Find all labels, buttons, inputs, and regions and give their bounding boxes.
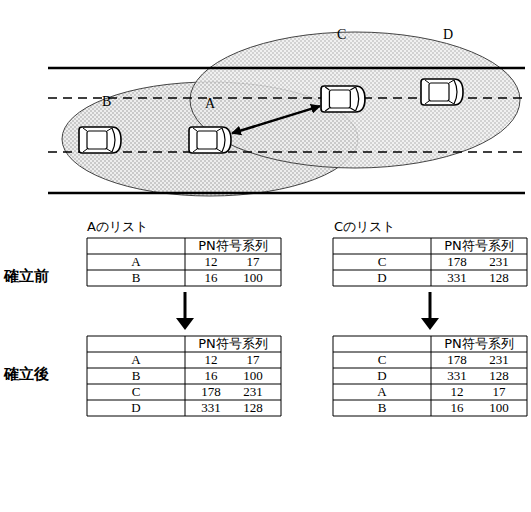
table-cell: 12 bbox=[439, 384, 475, 400]
section-label: 確立後 bbox=[4, 366, 49, 382]
table-line bbox=[527, 336, 528, 416]
car-icon bbox=[188, 125, 232, 155]
car-body bbox=[189, 127, 231, 153]
table-line bbox=[333, 238, 334, 286]
list-title: PN符号系列 bbox=[185, 336, 281, 352]
table-cell: 17 bbox=[235, 254, 271, 270]
table-line bbox=[527, 238, 528, 286]
table-line bbox=[185, 238, 186, 286]
car-windshield bbox=[425, 80, 454, 104]
table-cell: 100 bbox=[481, 400, 517, 416]
table-line bbox=[281, 336, 282, 416]
table-cell: 16 bbox=[193, 368, 229, 384]
vehicle-node: B bbox=[78, 125, 122, 155]
vehicle-label: C bbox=[337, 27, 346, 43]
table-cell: 12 bbox=[193, 254, 229, 270]
table-cell: 178 bbox=[193, 384, 229, 400]
table-line bbox=[87, 286, 281, 287]
table-cell: D bbox=[333, 270, 431, 286]
car-roof bbox=[329, 90, 350, 108]
road-edge bbox=[48, 67, 525, 70]
table-cell: A bbox=[333, 384, 431, 400]
car-roof bbox=[87, 131, 107, 149]
car-nose bbox=[454, 80, 457, 104]
table-cell: B bbox=[87, 368, 185, 384]
table-cell: 16 bbox=[193, 270, 229, 286]
range-ellipse bbox=[190, 32, 520, 168]
table-cell: B bbox=[333, 400, 431, 416]
table-cell: A bbox=[87, 254, 185, 270]
table-cell: 17 bbox=[235, 352, 271, 368]
lane-line bbox=[48, 151, 525, 153]
car-body bbox=[321, 86, 365, 112]
table-cell: 128 bbox=[481, 368, 517, 384]
car-body bbox=[79, 127, 121, 153]
table-cell: 100 bbox=[235, 368, 271, 384]
vehicle-label: B bbox=[102, 94, 111, 110]
down-arrow bbox=[429, 292, 432, 322]
table-cell: B bbox=[87, 270, 185, 286]
table-cell: 331 bbox=[439, 270, 475, 286]
table-line bbox=[333, 416, 527, 417]
table-cell: A bbox=[87, 352, 185, 368]
car-icon bbox=[320, 84, 366, 114]
table-line bbox=[87, 336, 88, 416]
table-cell: 231 bbox=[481, 352, 517, 368]
table-line bbox=[333, 286, 527, 287]
table-cell: C bbox=[333, 352, 431, 368]
table-cell: 100 bbox=[235, 270, 271, 286]
car-nose bbox=[356, 87, 359, 111]
table-cell: 128 bbox=[235, 400, 271, 416]
car-nose bbox=[112, 128, 115, 152]
table-cell: C bbox=[87, 384, 185, 400]
car-icon bbox=[420, 77, 464, 107]
list-title: PN符号系列 bbox=[431, 336, 527, 352]
car-roof bbox=[197, 131, 217, 149]
vehicle-label: D bbox=[443, 27, 453, 43]
list-title: PN符号系列 bbox=[185, 238, 281, 254]
table-cell: 12 bbox=[193, 352, 229, 368]
list-title: Cのリスト bbox=[334, 219, 395, 235]
vehicle-node: C bbox=[320, 84, 366, 114]
car-nose bbox=[222, 128, 225, 152]
table-cell: 178 bbox=[439, 254, 475, 270]
down-arrow bbox=[421, 318, 439, 330]
table-cell: 16 bbox=[439, 400, 475, 416]
table-cell: C bbox=[333, 254, 431, 270]
table-line bbox=[87, 416, 281, 417]
road-edge bbox=[48, 192, 525, 195]
list-title: PN符号系列 bbox=[431, 238, 527, 254]
table-line bbox=[281, 238, 282, 286]
table-line bbox=[87, 238, 88, 286]
table-cell: 331 bbox=[193, 400, 229, 416]
car-windshield bbox=[83, 128, 112, 152]
vehicle-node: A bbox=[188, 125, 232, 155]
table-line bbox=[431, 238, 432, 286]
down-arrow bbox=[184, 292, 187, 322]
car-windshield bbox=[193, 128, 222, 152]
table-cell: 17 bbox=[481, 384, 517, 400]
down-arrow bbox=[176, 318, 194, 330]
vehicle-label: A bbox=[205, 96, 215, 112]
table-cell: D bbox=[333, 368, 431, 384]
table-line bbox=[431, 336, 432, 416]
table-line bbox=[185, 336, 186, 416]
table-cell: 231 bbox=[235, 384, 271, 400]
table-cell: D bbox=[87, 400, 185, 416]
link-arrow bbox=[232, 106, 320, 133]
section-label: 確立前 bbox=[4, 268, 49, 284]
table-line bbox=[333, 336, 334, 416]
list-title: Aのリスト bbox=[87, 219, 148, 235]
car-roof bbox=[429, 83, 449, 101]
table-cell: 128 bbox=[481, 270, 517, 286]
car-windshield bbox=[325, 87, 355, 111]
vehicle-node: D bbox=[420, 77, 464, 107]
table-cell: 331 bbox=[439, 368, 475, 384]
car-body bbox=[421, 79, 463, 105]
table-cell: 178 bbox=[439, 352, 475, 368]
car-icon bbox=[78, 125, 122, 155]
table-cell: 231 bbox=[481, 254, 517, 270]
